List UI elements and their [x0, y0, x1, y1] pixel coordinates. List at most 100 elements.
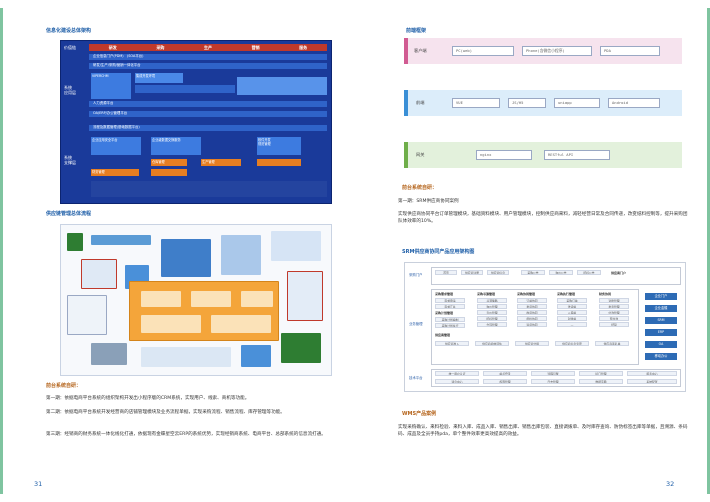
srm-side-item: 移动办公	[645, 353, 677, 360]
lane-client-label: 客户端	[414, 48, 427, 53]
srm-side-item: ERP	[645, 329, 677, 336]
srm-cell: 寻源策略	[477, 298, 507, 303]
chip-restful: RESTful API	[544, 150, 610, 160]
srm-side-item: 企业金蝶	[645, 305, 677, 312]
srm-tech-cell: 接口管理	[579, 371, 623, 376]
srm-cell: —	[557, 322, 587, 327]
wms-title: WMS产品案例	[402, 411, 437, 417]
srm-cell: 入库单	[557, 310, 587, 315]
srm-side-item: SRM	[645, 317, 677, 324]
flow-title: 供应链管理总体流程	[46, 211, 92, 217]
chip-pc: PC(web)	[452, 46, 514, 56]
srm-cell: 需求申请	[435, 298, 465, 303]
srm-side-item: OA	[645, 341, 677, 348]
srm-portal-head: 供应商门户	[611, 271, 627, 275]
srm-cell: 采购订单	[557, 298, 587, 303]
flow-node	[221, 235, 261, 275]
frontend-framework-diagram: 客户端 PC(web) Phone(含微信小程序) PDA 前端 VUE JS/…	[404, 38, 682, 168]
srm-cell: 采购计划执行	[435, 323, 465, 328]
srm-portal-cell: 招标公告	[577, 270, 601, 275]
srm-tech-cell: 统一用户认证	[435, 371, 479, 376]
srm-supplier-head: 供应商管理	[435, 333, 451, 337]
srm-cell: 预付款	[599, 316, 629, 321]
viper-block: VIPERCHM	[91, 73, 131, 99]
srm-cell: 合同管理	[477, 322, 507, 327]
wms-paragraph: 实现采购确认、来料检验、来料入库、成品入库、销售出库、销售出库包装、直接调拨单、…	[398, 425, 688, 437]
warehouse-block: 仓库管理	[151, 159, 187, 166]
srm-tech-cell: 单点登录	[483, 371, 527, 376]
support-block-b	[257, 159, 301, 166]
srm-supplier-cell: 供应商准入	[435, 341, 469, 346]
srm-cell: 发票管理	[599, 304, 629, 309]
srm-cell: 竞价管理	[477, 310, 507, 315]
srm-tech-cell: 日志管理	[531, 379, 575, 384]
app-block-a	[135, 85, 235, 93]
chip-uniapp: uniapp	[554, 98, 600, 108]
app-block-b	[237, 77, 327, 95]
value-chain-service: 服务	[299, 45, 308, 50]
srm-cell: 对账管理	[599, 298, 629, 303]
chip-android: Android	[608, 98, 660, 108]
side-label-support: 系统 支撑层	[64, 155, 76, 165]
srm-portal-cell: 采购公告	[521, 270, 545, 275]
srm-supplier-cell: 供应商分级	[515, 341, 549, 346]
srm-cell: 质检协同	[517, 316, 547, 321]
tech-title: 前端框架	[406, 28, 427, 34]
srm-supplier-cell: 供应商黑名单	[595, 341, 629, 346]
value-chain-purchase: 采购	[156, 45, 165, 50]
flow-node	[281, 333, 321, 363]
srm-cell: 付款管理	[599, 310, 629, 315]
srm-col-head: 采购寻源管理	[477, 292, 496, 296]
flow-node	[91, 235, 151, 245]
flow-node	[241, 291, 273, 307]
oa-row: OA/ERP/办公管理平台	[89, 111, 327, 117]
right-page-edge	[707, 8, 710, 494]
srm-tech-cell: 数据字典	[579, 379, 623, 384]
srm-supplier-cell: 供应商信息变更	[555, 341, 589, 346]
hr-row: 人力资源平台	[89, 101, 327, 107]
flow-node	[287, 271, 323, 321]
value-chain-production: 生产	[203, 45, 212, 50]
srm-supplier-cell: 供应商绩效评估	[475, 341, 509, 346]
srm-architecture-diagram: 采购门户 首页 供应商注册 供应商信息 采购公告 询价公告 招标公告 供应商门户…	[404, 262, 686, 392]
chip-phone: Phone(含微信小程序)	[522, 46, 592, 56]
srm-col-subhead: 采购计划管理	[435, 311, 454, 315]
flow-node	[271, 231, 321, 261]
srm-title: SRM供应商协同产品应用架构图	[402, 249, 475, 255]
left-page-number: 31	[34, 480, 43, 488]
srm-cell: 需求汇总	[435, 304, 465, 309]
chip-vue: VUE	[452, 98, 500, 108]
srm-label-portal: 采购门户	[409, 273, 423, 277]
flow-node	[241, 345, 271, 367]
lane-gateway-label: 网关	[416, 152, 425, 157]
flow-node	[211, 315, 271, 333]
portal-row: 企业信息门户(PDM) (SOA平台)	[89, 54, 327, 60]
srm-cell: 采购计划编制	[435, 317, 465, 322]
finance-block: 财务管理	[91, 169, 139, 176]
srm-tech-cell: 权限管理	[483, 379, 527, 384]
arch-title: 信息化建设总体架构	[46, 28, 92, 34]
srm-cell: 退货协同	[517, 322, 547, 327]
flow-node	[161, 239, 211, 277]
srm-portal-cell: 供应商信息	[487, 270, 509, 275]
srm-comment-title: 前台系统自研：	[402, 185, 438, 191]
srm-tech-cell: 流程引擎	[531, 371, 575, 376]
right-page-number: 32	[666, 480, 675, 488]
chip-pda: PDA	[600, 46, 660, 56]
srm-cell: 询价管理	[477, 304, 507, 309]
flow-node	[141, 291, 181, 307]
left-page-edge	[0, 8, 3, 494]
srm-col-head: 采购协同管理	[517, 292, 536, 296]
value-chain-rd: 研发	[108, 45, 117, 50]
value-chain-marketing: 营销	[251, 45, 260, 50]
flow-node	[191, 291, 231, 307]
support-block-a	[151, 169, 187, 176]
srm-cell: 招标管理	[477, 316, 507, 321]
exchange-block: 企业级数据交换服务	[151, 137, 201, 155]
srm-portal-cell: 询价公告	[549, 270, 573, 275]
value-chain-row: 研发 采购 生产 营销 服务	[89, 44, 327, 51]
chip-jsh5: JS/H5	[508, 98, 546, 108]
srm-col-head: 财务协同	[599, 292, 612, 296]
architecture-diagram: 价值链 系统 应用层 系统 支撑层 研发 采购 生产 营销 服务 企业信息门户(…	[60, 40, 332, 204]
srm-paragraph-1: 第一期：SRM供应商协同案例	[398, 199, 459, 204]
